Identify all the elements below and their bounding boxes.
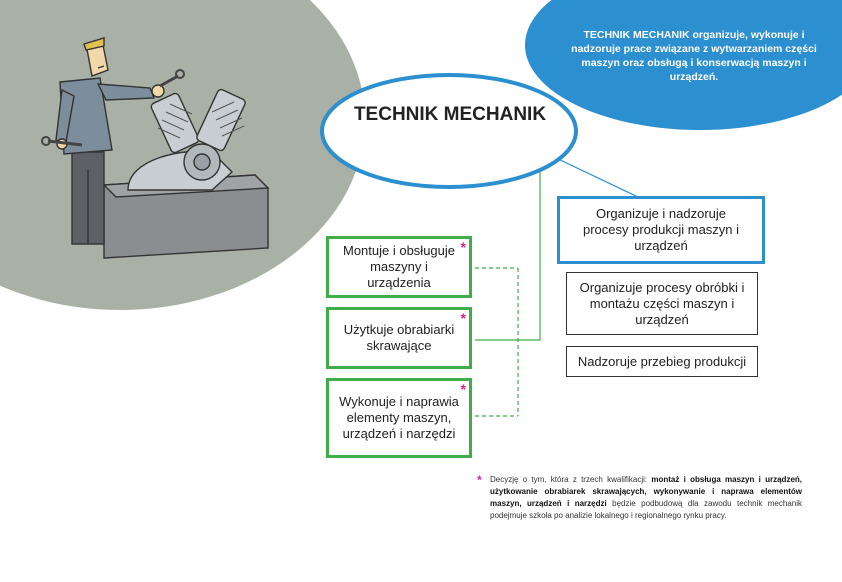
footnote-outro: będzie podbudową dla zawodu technik mech… <box>490 499 802 520</box>
qualification-box-2: Użytkuje obrabiarki skrawające * <box>326 307 472 369</box>
footnote-intro: Decyzję o tym, która z trzech kwalifikac… <box>490 475 652 484</box>
profession-title-text: TECHNIK MECHANIK <box>353 104 547 125</box>
dashed-connectors <box>468 267 519 417</box>
sub-task-box-1: Organizuje procesy obróbki i montażu czę… <box>566 272 758 335</box>
sub-task-label: Organizuje procesy obróbki i montażu czę… <box>579 279 745 327</box>
title-ellipse <box>320 73 578 189</box>
blue-blob <box>525 0 842 130</box>
profession-title: TECHNIK MECHANIK <box>340 104 560 126</box>
main-task-box: Organizuje i nadzoruje procesy produkcji… <box>557 196 765 264</box>
qualification-label: Wykonuje i naprawia elementy maszyn, urz… <box>339 394 459 441</box>
main-task-label: Organizuje i nadzoruje procesy produkcji… <box>582 206 740 253</box>
qualification-marker: * <box>460 239 466 255</box>
mechanic-illustration-icon <box>41 37 270 259</box>
connector-title-blue <box>555 157 641 199</box>
footnote-bold: montaż i obsługa maszyn i urządzeń, użyt… <box>490 475 802 508</box>
qualification-label: Użytkuje obrabiarki skrawające <box>343 322 455 353</box>
sub-task-label: Nadzoruje przebieg produkcji <box>577 353 747 369</box>
footnote-marker: * <box>477 473 482 487</box>
footnote: Decyzję o tym, która z trzech kwalifikac… <box>490 474 802 522</box>
qualification-marker: * <box>460 381 466 397</box>
qualification-box-3: Wykonuje i naprawia elementy maszyn, urz… <box>326 378 472 458</box>
sub-task-box-2: Nadzoruje przebieg produkcji <box>566 346 758 377</box>
qualification-box-1: Montuje i obsługuje maszyny i urządzenia… <box>326 236 472 298</box>
profession-description: TECHNIK MECHANIK organizuje, wykonuje i … <box>571 29 817 83</box>
qualification-label: Montuje i obsługuje maszyny i urządzenia <box>342 243 456 290</box>
qualification-marker: * <box>460 310 466 326</box>
